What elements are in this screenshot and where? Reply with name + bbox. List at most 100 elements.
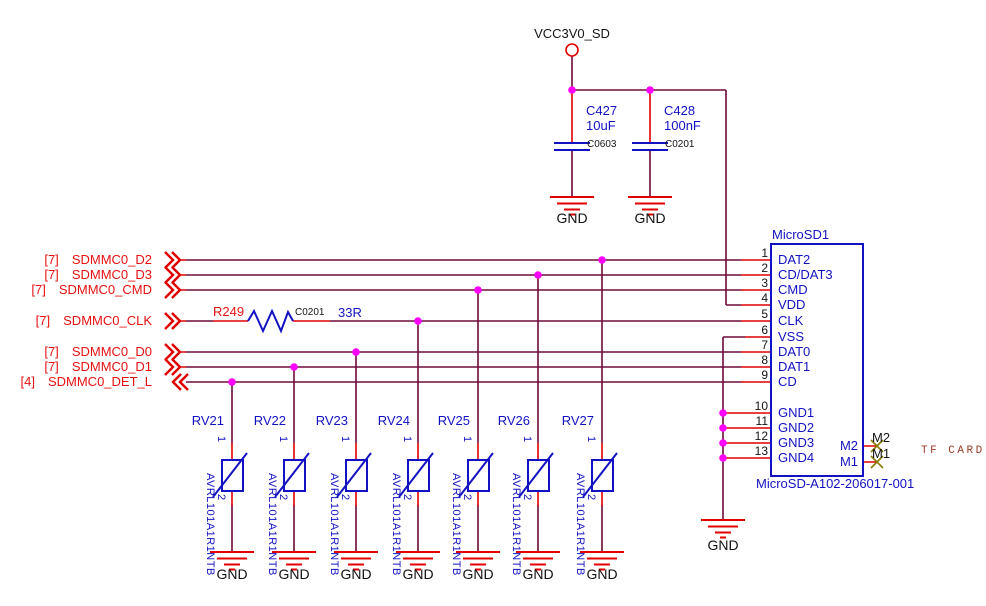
- pin-name: CMD: [778, 282, 808, 297]
- rv26-gnd-label: GND: [522, 566, 554, 582]
- net-name: SDMMC0_D1: [71, 359, 152, 374]
- connector-title[interactable]: MicroSD1: [772, 227, 830, 242]
- bus-index: [7]: [44, 359, 59, 374]
- net-flag-icons[interactable]: [164, 251, 189, 391]
- net-name: SDMMC0_D2: [71, 252, 152, 267]
- rv22-pin1: 1: [277, 436, 289, 443]
- mount-pin-name-m1: M1: [839, 454, 858, 469]
- net-name: SDMMC0_CLK: [63, 313, 152, 328]
- pin-number: 9: [761, 368, 768, 382]
- connector-gnd-label: GND: [707, 537, 739, 553]
- rv21-pin1: 1: [215, 436, 227, 443]
- net-wires: [186, 56, 745, 552]
- pin-wires: [180, 91, 877, 506]
- r249-ref[interactable]: R249: [213, 304, 245, 319]
- connector-body[interactable]: [770, 243, 864, 477]
- bus-index: [7]: [44, 267, 59, 282]
- bus-index: [7]: [44, 252, 59, 267]
- rv23-gnd-label: GND: [340, 566, 372, 582]
- c428-package: C0201: [665, 139, 695, 150]
- power-net-label[interactable]: VCC3V0_SD: [534, 26, 610, 41]
- net-name: SDMMC0_D0: [71, 344, 152, 359]
- rv24-gnd-label: GND: [402, 566, 434, 582]
- varistor-symbols[interactable]: [212, 452, 618, 498]
- pin-name: DAT1: [778, 359, 811, 374]
- rv26-part: AVRL101A1R1NTB: [510, 473, 522, 576]
- signal-label-sdmmc0-cmd[interactable]: [7] SDMMC0_CMD: [31, 283, 152, 297]
- c427-package: C0603: [587, 139, 617, 150]
- pin-number: 6: [761, 323, 768, 337]
- no-connect-icons: [870, 439, 884, 469]
- rv24-ref[interactable]: RV24: [377, 413, 410, 428]
- pin-number: 2: [761, 261, 768, 275]
- power-terminal-icon[interactable]: [565, 43, 579, 57]
- mount-net-label-m2[interactable]: M2: [872, 430, 891, 445]
- rv25-part: AVRL101A1R1NTB: [450, 473, 462, 576]
- pin-name: GND3: [778, 435, 815, 450]
- pin-number: 5: [761, 307, 768, 321]
- bus-index: [4]: [20, 374, 35, 389]
- capacitor-symbols[interactable]: [554, 142, 668, 151]
- pin-name: CD: [778, 374, 797, 389]
- rv23-pin2: 2: [339, 494, 351, 501]
- rv25-pin1: 1: [461, 436, 473, 443]
- rv22-ref[interactable]: RV22: [253, 413, 286, 428]
- signal-label-sdmmc0-d0[interactable]: [7] SDMMC0_D0: [44, 345, 152, 359]
- bus-index: [7]: [31, 282, 46, 297]
- rv27-ref[interactable]: RV27: [561, 413, 594, 428]
- mount-net-label-m1[interactable]: M1: [872, 446, 891, 461]
- card-type-label: TF CARD: [921, 445, 985, 457]
- rv24-pin1: 1: [401, 436, 413, 443]
- signal-label-sdmmc0-d1[interactable]: [7] SDMMC0_D1: [44, 360, 152, 374]
- pin-name: GND1: [778, 405, 815, 420]
- bus-index: [7]: [44, 344, 59, 359]
- r249-value: 33R: [338, 305, 362, 320]
- pin-number: 10: [754, 399, 768, 413]
- net-name: SDMMC0_CMD: [58, 282, 152, 297]
- rv26-pin2: 2: [521, 494, 533, 501]
- pin-name: VSS: [778, 329, 805, 344]
- pin-name: DAT0: [778, 344, 811, 359]
- rv23-part: AVRL101A1R1NTB: [328, 473, 340, 576]
- rv21-pin2: 2: [215, 494, 227, 501]
- net-name: SDMMC0_D3: [71, 267, 152, 282]
- pin-name: GND4: [778, 450, 815, 465]
- c427-value: 10uF: [586, 118, 616, 133]
- pin-number: 8: [761, 353, 768, 367]
- c427-ref[interactable]: C427: [586, 103, 618, 118]
- rv21-ref[interactable]: RV21: [191, 413, 224, 428]
- rv23-ref[interactable]: RV23: [315, 413, 348, 428]
- rv21-gnd-label: GND: [216, 566, 248, 582]
- signal-label-sdmmc0-d3[interactable]: [7] SDMMC0_D3: [44, 268, 152, 282]
- rv27-part: AVRL101A1R1NTB: [574, 473, 586, 576]
- connector-part-number: MicroSD-A102-206017-001: [756, 476, 915, 491]
- rv21-part: AVRL101A1R1NTB: [204, 473, 216, 576]
- r249-package: C0201: [295, 307, 325, 318]
- pin-number: 12: [754, 429, 768, 443]
- rv27-gnd-label: GND: [586, 566, 618, 582]
- bus-index: [7]: [35, 313, 51, 328]
- rv24-pin2: 2: [401, 494, 413, 501]
- pin-number: 7: [761, 338, 768, 352]
- rv27-pin1: 1: [585, 436, 597, 443]
- c427-gnd-label: GND: [556, 210, 588, 226]
- c428-value: 100nF: [664, 118, 701, 133]
- pin-name: VDD: [778, 297, 806, 312]
- signal-label-sdmmc0-d2[interactable]: [7] SDMMC0_D2: [44, 253, 152, 267]
- signal-label-sdmmc0-det-l[interactable]: [4]SDMMC0_DET_L: [21, 375, 153, 389]
- resistor-symbol[interactable]: [247, 308, 294, 334]
- rv24-part: AVRL101A1R1NTB: [390, 473, 402, 576]
- rv22-pin2: 2: [277, 494, 289, 501]
- pin-name: CD/DAT3: [778, 267, 833, 282]
- rv26-pin1: 1: [521, 436, 533, 443]
- pin-name: GND2: [778, 420, 815, 435]
- rv26-ref[interactable]: RV26: [497, 413, 530, 428]
- rv22-gnd-label: GND: [278, 566, 310, 582]
- signal-label-sdmmc0-clk[interactable]: [7] SDMMC0_CLK: [36, 314, 152, 328]
- pin-name: DAT2: [778, 252, 811, 267]
- c428-ref[interactable]: C428: [664, 103, 696, 118]
- rv25-gnd-label: GND: [462, 566, 494, 582]
- rv25-ref[interactable]: RV25: [437, 413, 470, 428]
- rv27-pin2: 2: [585, 494, 597, 501]
- pin-number: 4: [761, 291, 768, 305]
